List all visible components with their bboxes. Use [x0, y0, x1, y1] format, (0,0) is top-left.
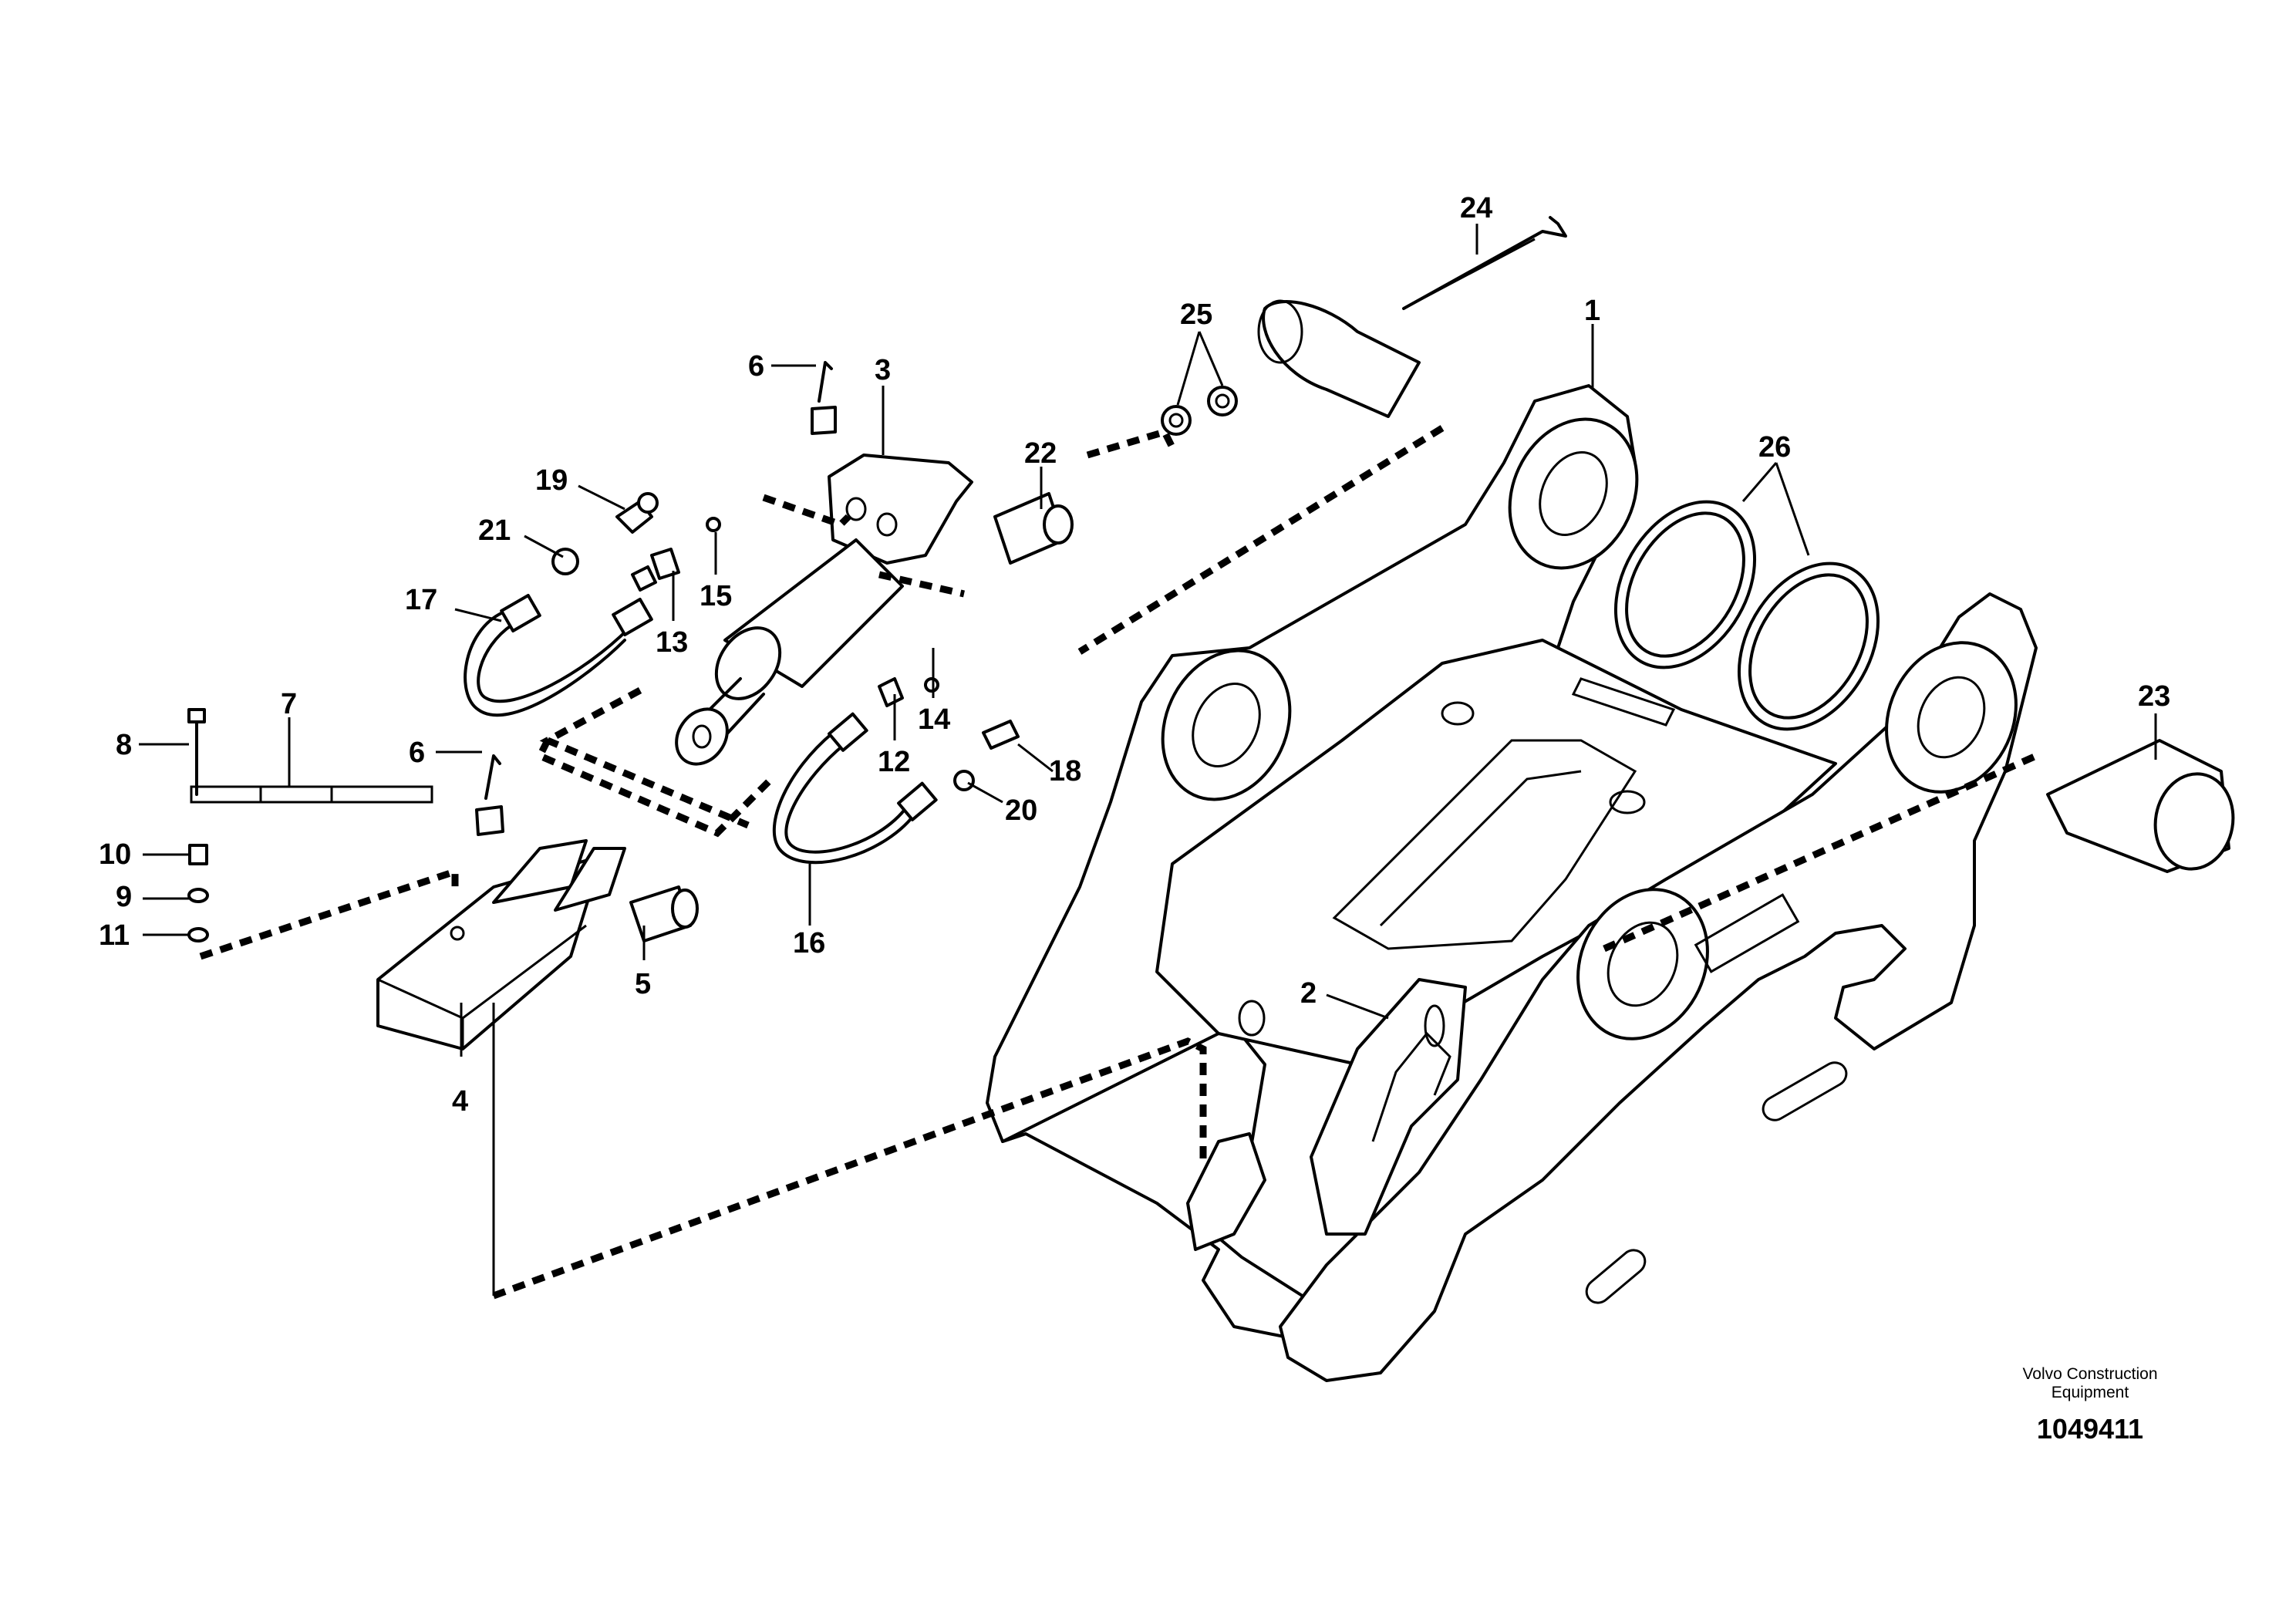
callout-22: 22: [1024, 437, 1057, 470]
callout-17: 17: [405, 584, 437, 616]
callout-10: 10: [99, 838, 131, 871]
callout-6-top: 6: [748, 350, 764, 383]
callout-7: 7: [281, 688, 297, 720]
callout-2: 2: [1300, 977, 1317, 1010]
callout-6-bottom: 6: [409, 737, 425, 769]
callout-5: 5: [635, 968, 651, 1000]
callout-13: 13: [656, 626, 688, 659]
callout-18: 18: [1049, 755, 1081, 787]
callout-1: 1: [1584, 295, 1600, 327]
credit-line-1: Volvo Construction: [2022, 1365, 2157, 1383]
lock-wedge-assembly: [187, 708, 699, 1050]
upper-pin-assembly: [1161, 216, 1567, 436]
callout-25: 25: [1180, 298, 1212, 331]
callout-23: 23: [2138, 680, 2170, 713]
callout-labels: 1 2 3 4 5 6 6 7 8 9 10 11 12 13 14 15 16…: [99, 192, 2170, 1118]
callout-11: 11: [99, 919, 130, 952]
callout-12: 12: [878, 746, 910, 778]
callout-8: 8: [116, 729, 132, 761]
credit-block: Volvo Construction Equipment 1049411: [2022, 1365, 2157, 1445]
callout-16: 16: [793, 927, 825, 959]
hoses-and-fittings: [464, 492, 1020, 865]
callout-4: 4: [452, 1085, 468, 1118]
callout-26: 26: [1758, 431, 1791, 464]
callout-21: 21: [478, 514, 511, 547]
callout-15: 15: [700, 580, 732, 612]
document-number: 1049411: [2037, 1413, 2143, 1445]
callout-19: 19: [535, 464, 568, 497]
callout-14: 14: [918, 703, 950, 736]
pin-23: [2046, 739, 2235, 873]
hydraulic-cylinder: [675, 361, 1074, 766]
quick-coupler-frame: [986, 384, 2038, 1382]
callout-24: 24: [1460, 192, 1492, 224]
assembly-dashed-lines: [199, 425, 2038, 1300]
credit-line-2: Equipment: [2052, 1384, 2129, 1401]
callout-9: 9: [116, 881, 132, 913]
callout-3: 3: [875, 354, 891, 386]
callout-20: 20: [1005, 794, 1037, 827]
seal-rings: [1613, 500, 1880, 731]
leader-lines: [139, 224, 2157, 1057]
